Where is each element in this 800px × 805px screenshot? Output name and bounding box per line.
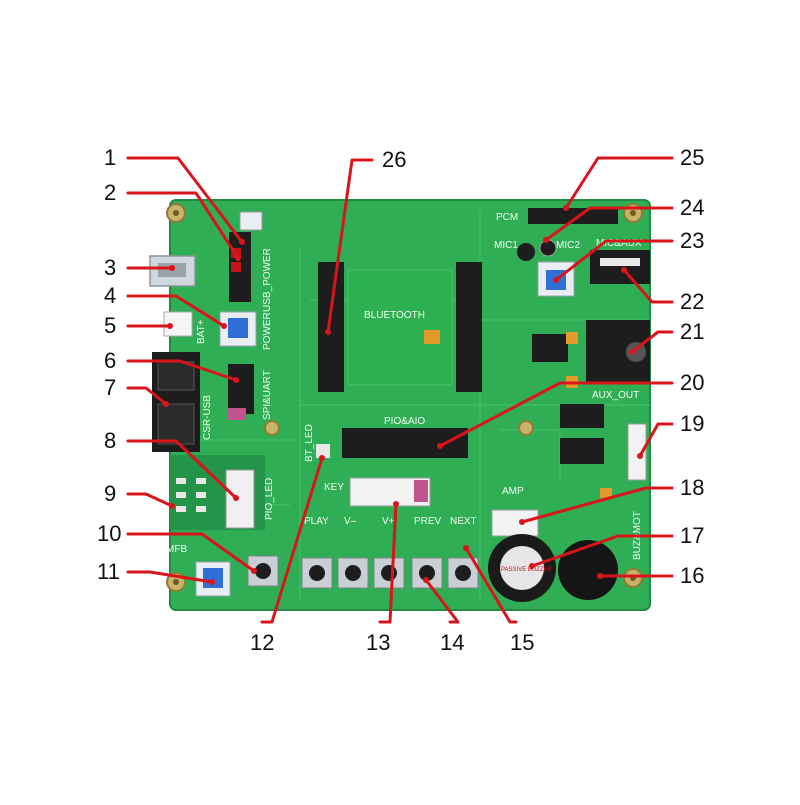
key-dip-switch (349, 477, 431, 507)
silk-mic1: MIC1 (494, 240, 518, 251)
leader-24 (544, 206, 674, 242)
silk-mic2: MIC2 (556, 240, 580, 251)
callout-number-2: 2 (104, 180, 117, 205)
leader-6 (126, 359, 238, 382)
silk-pcm: PCM (496, 212, 518, 223)
leader-21 (630, 330, 674, 354)
callout-number-6: 6 (104, 348, 117, 373)
leader-1 (126, 156, 244, 244)
leader-18 (520, 486, 674, 524)
silk-mfb: MFB (166, 544, 187, 555)
audio-jacks (586, 250, 650, 382)
callout-number-9: 9 (104, 481, 117, 506)
callout-number-19: 19 (680, 411, 705, 436)
pio-aio-header (342, 428, 468, 458)
leader-15 (464, 546, 518, 624)
silk-next: NEXT (450, 516, 477, 527)
callout-number-21: 21 (680, 319, 705, 344)
bluetooth-module-socket (318, 262, 482, 392)
callout-number-22: 22 (680, 289, 705, 314)
silk-bt-led: BT_LED (304, 424, 315, 462)
leader-20 (438, 381, 674, 448)
leader-19 (638, 422, 674, 458)
right-side-components (532, 332, 647, 498)
silk-prev: PREV (414, 516, 442, 527)
leader-12 (260, 456, 324, 624)
callout-number-10: 10 (97, 521, 122, 546)
callout-number-24: 24 (680, 195, 705, 220)
silk-mic-aux: MIC&AUX (596, 238, 642, 249)
tact-switches (247, 555, 479, 589)
silk-usb-power: USB_POWER (262, 248, 273, 312)
callout-number-17: 17 (680, 523, 705, 548)
silk-spi-uart: SPI&UART (262, 370, 273, 420)
callout-number-1: 1 (104, 145, 117, 170)
callout-number-8: 8 (104, 428, 117, 453)
leader-7 (126, 386, 168, 406)
leader-4 (126, 294, 226, 328)
leader-13 (378, 502, 398, 624)
silkscreen-labels: USB_POWER POWER BAT+ SPI&UART CSR-USB BL… (166, 212, 643, 573)
silk-play: PLAY (304, 516, 329, 527)
callout-number-11: 11 (97, 559, 120, 584)
power-button (219, 311, 257, 347)
callout-number-14: 14 (440, 630, 465, 655)
leader-22 (622, 268, 674, 304)
leader-10 (126, 532, 256, 573)
callout-number-16: 16 (680, 563, 705, 588)
callout-number-12: 12 (250, 630, 275, 655)
silk-csr-usb: CSR-USB (202, 395, 213, 440)
silk-bluetooth: BLUETOOTH (364, 310, 425, 321)
pio-led-array (170, 455, 265, 530)
callout-number-20: 20 (680, 370, 705, 395)
leader-23 (554, 239, 674, 282)
buzzer-and-motor (488, 534, 618, 602)
mini-usb-connector (149, 255, 196, 287)
silk-vol-up: V+ (382, 516, 395, 527)
pcm-header (528, 208, 618, 224)
leader-25 (564, 156, 674, 210)
callout-number-26: 26 (382, 147, 407, 172)
silk-bat-plus: BAT+ (196, 319, 207, 344)
callout-number-23: 23 (680, 228, 705, 253)
leader-8 (126, 439, 238, 500)
bt-led (316, 444, 330, 458)
leader-9 (126, 492, 174, 508)
silk-buzzer-label: PASSIVE BUZZER (501, 567, 553, 573)
spi-uart-and-csr-usb-headers (152, 352, 254, 452)
callout-number-4: 4 (104, 283, 117, 308)
callout-number-18: 18 (680, 475, 705, 500)
leader-17 (530, 534, 674, 568)
silk-pio-led: PIO_LED (264, 478, 275, 520)
silk-aux-out: AUX_OUT (592, 390, 639, 401)
callout-number-7: 7 (104, 375, 117, 400)
silk-amp: AMP (502, 486, 524, 497)
leader-11 (126, 570, 214, 584)
callout-number-25: 25 (680, 145, 705, 170)
callout-number-15: 15 (510, 630, 535, 655)
silk-key: KEY (324, 482, 344, 493)
callout-number-3: 3 (104, 255, 117, 280)
amp-connector (491, 509, 539, 537)
callout-leader-lines (126, 156, 674, 624)
callout-endpoints (163, 205, 643, 585)
callout-number-5: 5 (104, 313, 117, 338)
silk-power: POWER (262, 312, 273, 350)
leader-26 (326, 158, 374, 334)
leader-2 (126, 191, 240, 260)
silk-pio-aio: PIO&AIO (384, 416, 425, 427)
silk-vol-down: V– (344, 516, 357, 527)
leader-14 (424, 578, 460, 624)
callout-number-13: 13 (366, 630, 391, 655)
